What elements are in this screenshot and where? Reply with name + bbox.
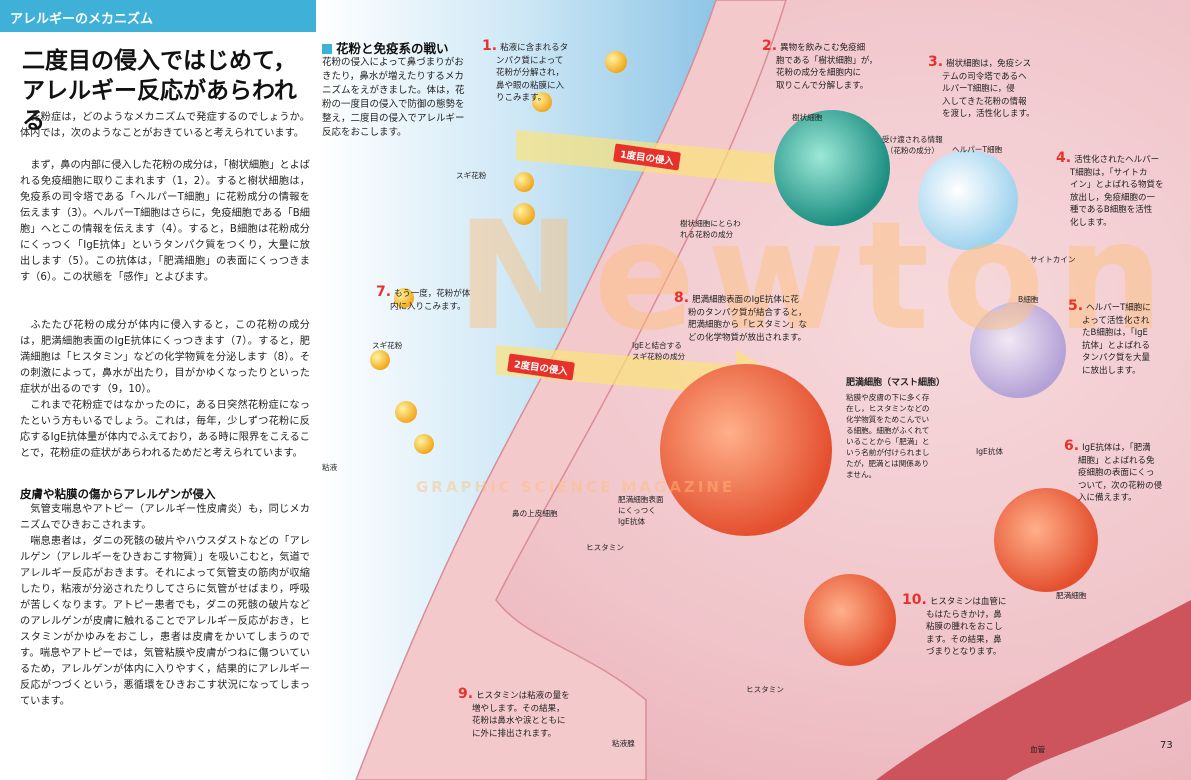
- step-7: 7.もう一度，花粉が体 内に入りこみます。: [376, 284, 471, 312]
- paragraph-6: 喘息患者は，ダニの死骸の破片やハウスダストなどの「アレルゲン（アレルギーをひきお…: [20, 536, 310, 707]
- label-mast-cell-title: 肥満細胞（マスト細胞）: [846, 378, 946, 388]
- label-ige-bound: IgEと結合する スギ花粉の成分: [632, 341, 686, 361]
- pollen-grain: [514, 172, 534, 192]
- label-b-cell: B細胞: [1018, 295, 1039, 304]
- paragraph-4: これまで花粉症ではなかったのに，ある日突然花粉症になったという方もいるでしょう。…: [20, 400, 310, 459]
- headline-line-1: 二度目の侵入ではじめて，: [22, 48, 297, 74]
- pollen-grain: [414, 434, 434, 454]
- label-sugi-kafun-1: スギ花粉: [456, 171, 487, 180]
- headline-line-2: アレルギー反応があらわれる: [22, 78, 297, 134]
- label-mast-cell-2: 肥満細胞: [1056, 591, 1087, 600]
- label-nasal-epithelium: 鼻の上皮細胞: [512, 509, 558, 518]
- watermark-sub: GRAPHIC SCIENCE MAGAZINE: [416, 478, 736, 496]
- step-10: 10.ヒスタミンは血管に もはたらきかけ，鼻 粘膜の腫れをおこし ます。その結果…: [902, 592, 1007, 657]
- pollen-grain: [395, 401, 417, 423]
- title-square-icon: [322, 44, 332, 54]
- step-2: 2.異物を飲みこむ免疫細 胞である「樹状細胞」が， 花粉の成分を細胞内に 取りこ…: [762, 38, 878, 91]
- paragraph-2: まず，鼻の内部に侵入した花粉の成分は，「樹状細胞」とよばれる免疫細胞に取りこまれ…: [20, 160, 310, 283]
- pollen-grain: [513, 203, 535, 225]
- b-cell: [970, 302, 1066, 398]
- label-received-info: 受け渡される情報 （花粉の成分）: [882, 135, 943, 155]
- label-ige-on-surface: 肥満細胞表面 にくっつく IgE抗体: [618, 495, 664, 526]
- label-histamine-2: ヒスタミン: [746, 685, 784, 694]
- mast-cell-large: [660, 364, 832, 536]
- paragraph-5: 気管支喘息やアトピー（アレルギー性皮膚炎）も，同じメカニズムでひきおこされます。: [20, 504, 310, 531]
- paragraph-3: ふたたび花粉の成分が体内に侵入すると，この花粉の成分は，肥満細胞表面のIgE抗体…: [20, 320, 310, 395]
- pollen-grain: [605, 51, 627, 73]
- page-number: 73: [1160, 740, 1173, 751]
- blood-vessel-shape: [876, 600, 1191, 780]
- pollen-grain: [394, 288, 414, 308]
- label-dendritic: 樹状細胞: [792, 113, 823, 122]
- label-blood-vessel: 血管: [1030, 745, 1046, 754]
- helper-t-cell: [918, 150, 1018, 250]
- watermark: Newton: [456, 190, 1176, 364]
- label-mucus: 粘液: [322, 463, 338, 472]
- step-6: 6.IgE抗体は，「肥満 細胞」とよばれる免 疫細胞の表面にくっ ついて，次の花…: [1064, 438, 1163, 503]
- step-8: 8.肥満細胞表面のIgE抗体に花 粉のタンパク質が結合すると， 肥満細胞から「ヒ…: [674, 290, 808, 343]
- epithelium-band: [355, 0, 787, 780]
- mucus-layer: [316, 0, 716, 780]
- headline: 二度目の侵入ではじめて， アレルギー反応があらわれる: [22, 46, 312, 136]
- dendritic-cell: [774, 110, 890, 226]
- pollen-grain: [370, 350, 390, 370]
- label-sugi-kafun-2: スギ花粉: [372, 341, 403, 350]
- step-3: 3.樹状細胞は，免疫シス テムの司令塔であるヘ ルパーT細胞に，侵 入してきた花…: [928, 54, 1035, 119]
- illustration: Newton GRAPHIC SCIENCE MAGAZINE 花粉と免疫系の戦…: [316, 0, 1191, 780]
- step-5: 5.ヘルパーT細胞に よって活性化され たB細胞は，「IgE 抗体」とよばれる …: [1068, 298, 1151, 376]
- step-4: 4.活性化されたヘルパー T細胞は，「サイトカ イン」とよばれる物質を 放出し，…: [1056, 150, 1164, 228]
- section-header: アレルギーのメカニズム: [0, 0, 316, 32]
- label-mast-cell-desc: 粘膜や皮膚の下に多く存 在し，ヒスタミンなどの 化学物質をためこんでい る細胞。…: [846, 393, 930, 479]
- label-histamine-1: ヒスタミン: [586, 543, 624, 552]
- step-9: 9.ヒスタミンは粘液の量を 増やします。その結果， 花粉は鼻水や涙とともに に外…: [458, 686, 570, 739]
- step-1: 1.粘液に含まれるタ ンパク質によって 花粉が分解され， 鼻や眼の粘膜に入 りこ…: [482, 38, 569, 103]
- subhead: 皮膚や粘膜の傷からアレルゲンが侵入: [20, 487, 216, 501]
- label-ige-antibody: IgE抗体: [976, 447, 1004, 456]
- figure-intro: 花粉の侵入によって鼻づまりがお きたり，鼻水が増えたりするメカ ニズムをえがきま…: [322, 57, 465, 138]
- label-cytokine: サイトカイン: [1030, 255, 1076, 264]
- paragraph-1: 花粉症は，どのようなメカニズムで発症するのでしょうか。体内では，次のようなことが…: [20, 112, 310, 139]
- mast-cell-small: [804, 574, 896, 666]
- label-mucous-gland: 粘液腺: [612, 739, 635, 748]
- pollen-grain: [532, 92, 552, 112]
- section-header-text: アレルギーのメカニズム: [10, 12, 154, 27]
- figure-title: 花粉と免疫系の戦い: [322, 38, 449, 57]
- label-captured: 樹状細胞にとらわ れる花粉の成分: [680, 219, 741, 239]
- label-helper-t: ヘルパーT細胞: [952, 145, 1003, 154]
- mast-cell-medium: [994, 488, 1098, 592]
- illustration-art: [316, 0, 1191, 780]
- article-column: アレルギーのメカニズム 二度目の侵入ではじめて， アレルギー反応があらわれる 花…: [0, 0, 316, 780]
